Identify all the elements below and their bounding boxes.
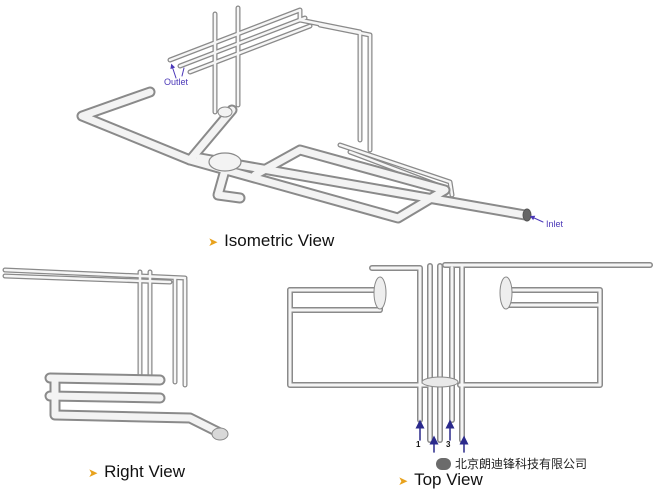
isometric-thick-pipes	[76, 86, 531, 224]
isometric-caption-text: Isometric View	[224, 231, 335, 250]
inlet-label: Inlet	[546, 219, 564, 229]
isometric-view-caption: ➤ Isometric View	[208, 231, 334, 251]
arrow-label-1: 1	[416, 440, 421, 449]
caption-marker-icon: ➤	[208, 235, 219, 249]
top-view-caption: ➤ Top View	[398, 470, 483, 490]
caption-marker-icon: ➤	[88, 466, 99, 480]
wechat-icon	[436, 458, 451, 470]
top-view	[287, 262, 653, 453]
right-caption-text: Right View	[104, 462, 186, 481]
right-view	[2, 267, 229, 441]
isometric-view	[76, 5, 544, 224]
top-caption-text: Top View	[414, 470, 483, 489]
right-view-caption: ➤ Right View	[88, 462, 185, 482]
flow-arrows	[415, 419, 469, 453]
arrow-label-3: 3	[446, 440, 451, 449]
watermark-text: 北京朗迪锋科技有限公司	[455, 457, 588, 471]
outlet-label: Outlet	[164, 77, 189, 87]
watermark: 北京朗迪锋科技有限公司	[436, 455, 587, 472]
caption-marker-icon: ➤	[398, 474, 409, 488]
